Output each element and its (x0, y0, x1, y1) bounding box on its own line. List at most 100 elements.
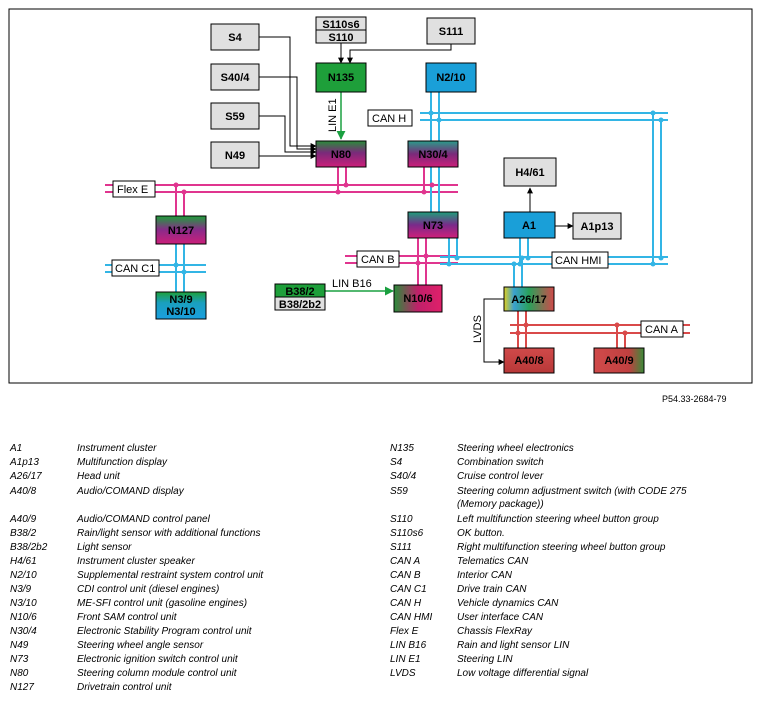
legend-description: Steering wheel electronics (457, 443, 574, 454)
legend-description: Head unit (77, 471, 120, 482)
can-b-label: CAN B (361, 254, 395, 266)
legend-description: Interior CAN (457, 570, 513, 581)
legend-description: Steering wheel angle sensor (77, 640, 204, 651)
svg-text:N127: N127 (168, 225, 194, 237)
legend-description: Combination switch (457, 457, 544, 468)
unit-s110: S110 (315, 29, 367, 44)
legend-description: Rain/light sensor with additional functi… (77, 528, 261, 539)
lin-connections (325, 92, 394, 296)
unit-a1: A1 (503, 211, 556, 239)
legend-description: Audio/COMAND control panel (77, 514, 210, 525)
legend-description: Drivetrain control unit (77, 682, 172, 693)
svg-text:N73: N73 (423, 220, 443, 232)
unit-n3-9-label: N3/9 (169, 294, 192, 306)
unit-n2-10: N2/10 (425, 62, 477, 93)
unit-n49: N49 (210, 141, 260, 169)
legend-description: Instrument cluster (77, 443, 157, 454)
legend-description: Light sensor (77, 542, 132, 553)
figure-reference: P54.33-2684-79 (662, 394, 727, 404)
legend-code: N3/9 (10, 584, 32, 595)
legend-code: N135 (390, 443, 414, 454)
switch-connections (259, 36, 574, 365)
legend-code: N30/4 (10, 626, 37, 637)
unit-n127: N127 (155, 215, 207, 245)
legend-description: Electronic Stability Program control uni… (77, 626, 252, 637)
legend-code: N3/10 (10, 598, 37, 609)
svg-text:S40/4: S40/4 (221, 72, 251, 84)
legend-description: Multifunction display (77, 457, 168, 468)
can-h-bus (420, 112, 668, 121)
can-c1-label: CAN C1 (115, 263, 155, 275)
legend-code: Flex E (390, 626, 419, 637)
legend-description: OK button. (457, 528, 505, 539)
legend-description: Front SAM control unit (77, 612, 177, 623)
legend-code: LIN B16 (390, 640, 427, 651)
unit-n3-9-n3-10: N3/9 N3/10 (155, 291, 207, 320)
svg-text:A26/17: A26/17 (511, 294, 546, 306)
legend-description: Vehicle dynamics CAN (457, 598, 559, 609)
svg-text:S110: S110 (328, 32, 353, 44)
svg-text:A1: A1 (522, 220, 536, 232)
legend-code: N73 (10, 654, 29, 665)
unit-s111: S111 (426, 17, 476, 45)
legend-code: S40/4 (390, 471, 417, 482)
legend-code: N80 (10, 668, 29, 679)
legend-description: Cruise control lever (457, 471, 544, 482)
unit-s4: S4 (210, 23, 260, 51)
legend-code: CAN C1 (390, 584, 427, 595)
legend-code: B38/2 (10, 528, 37, 539)
unit-n135: N135 (315, 62, 367, 93)
legend-code: LIN E1 (390, 654, 421, 665)
legend-code: N10/6 (10, 612, 37, 623)
legend-description: Right multifunction steering wheel butto… (457, 542, 666, 553)
lin-b16-label: LIN B16 (332, 278, 372, 290)
legend-description: Electronic ignition switch control unit (77, 654, 238, 665)
legend-description: Steering column module control unit (77, 668, 237, 679)
unit-s40-4: S40/4 (210, 63, 260, 91)
legend-description: (Memory package)) (457, 499, 544, 510)
legend-code: CAN H (390, 598, 422, 609)
unit-a1p13: A1p13 (572, 212, 622, 240)
legend-code: A1p13 (10, 457, 39, 468)
unit-a26-17: A26/17 (503, 286, 555, 312)
network-diagram: CAN H Flex E CAN C1 CAN B CAN HMI CAN A … (8, 8, 753, 384)
legend-code: S111 (390, 542, 412, 553)
can-a-label: CAN A (645, 324, 679, 336)
svg-text:N135: N135 (328, 72, 354, 84)
svg-text:N80: N80 (331, 149, 351, 161)
legend-code: S59 (390, 486, 408, 497)
legend-code: S110s6 (390, 528, 424, 539)
legend-description: Steering column adjustment switch (with … (457, 486, 687, 497)
svg-text:N10/6: N10/6 (403, 293, 432, 305)
unit-n10-6: N10/6 (393, 284, 443, 313)
svg-text:N2/10: N2/10 (436, 72, 465, 84)
svg-text:S111: S111 (439, 26, 463, 38)
svg-text:A1p13: A1p13 (580, 221, 613, 233)
legend-description: Instrument cluster speaker (77, 556, 195, 567)
legend-description: Audio/COMAND display (77, 486, 184, 497)
legend-code: B38/2b2 (10, 542, 48, 553)
unit-s110s6: S110s6 (315, 16, 367, 31)
lin-e1-label: LIN E1 (327, 98, 339, 132)
svg-text:H4/61: H4/61 (515, 167, 544, 179)
legend-code: A40/9 (10, 514, 37, 525)
legend-description: CDI control unit (diesel engines) (77, 584, 220, 595)
lvds-label: LVDS (472, 315, 484, 343)
legend-code: CAN A (390, 556, 421, 567)
svg-text:A40/8: A40/8 (514, 355, 543, 367)
can-hmi-label: CAN HMI (555, 255, 601, 267)
unit-a40-8: A40/8 (503, 347, 555, 374)
svg-text:A40/9: A40/9 (604, 355, 633, 367)
svg-text:N30/4: N30/4 (418, 149, 448, 161)
legend-code: N127 (10, 682, 34, 693)
legend-description: User interface CAN (457, 612, 544, 623)
flex-e-bus (105, 184, 458, 193)
unit-s59: S59 (210, 102, 260, 130)
can-h-label: CAN H (372, 113, 406, 125)
legend-description: Left multifunction steering wheel button… (457, 514, 659, 525)
legend-code: N49 (10, 640, 29, 651)
legend-code: S110 (390, 514, 413, 525)
legend-description: Drive train CAN (457, 584, 527, 595)
svg-text:N49: N49 (225, 150, 245, 162)
